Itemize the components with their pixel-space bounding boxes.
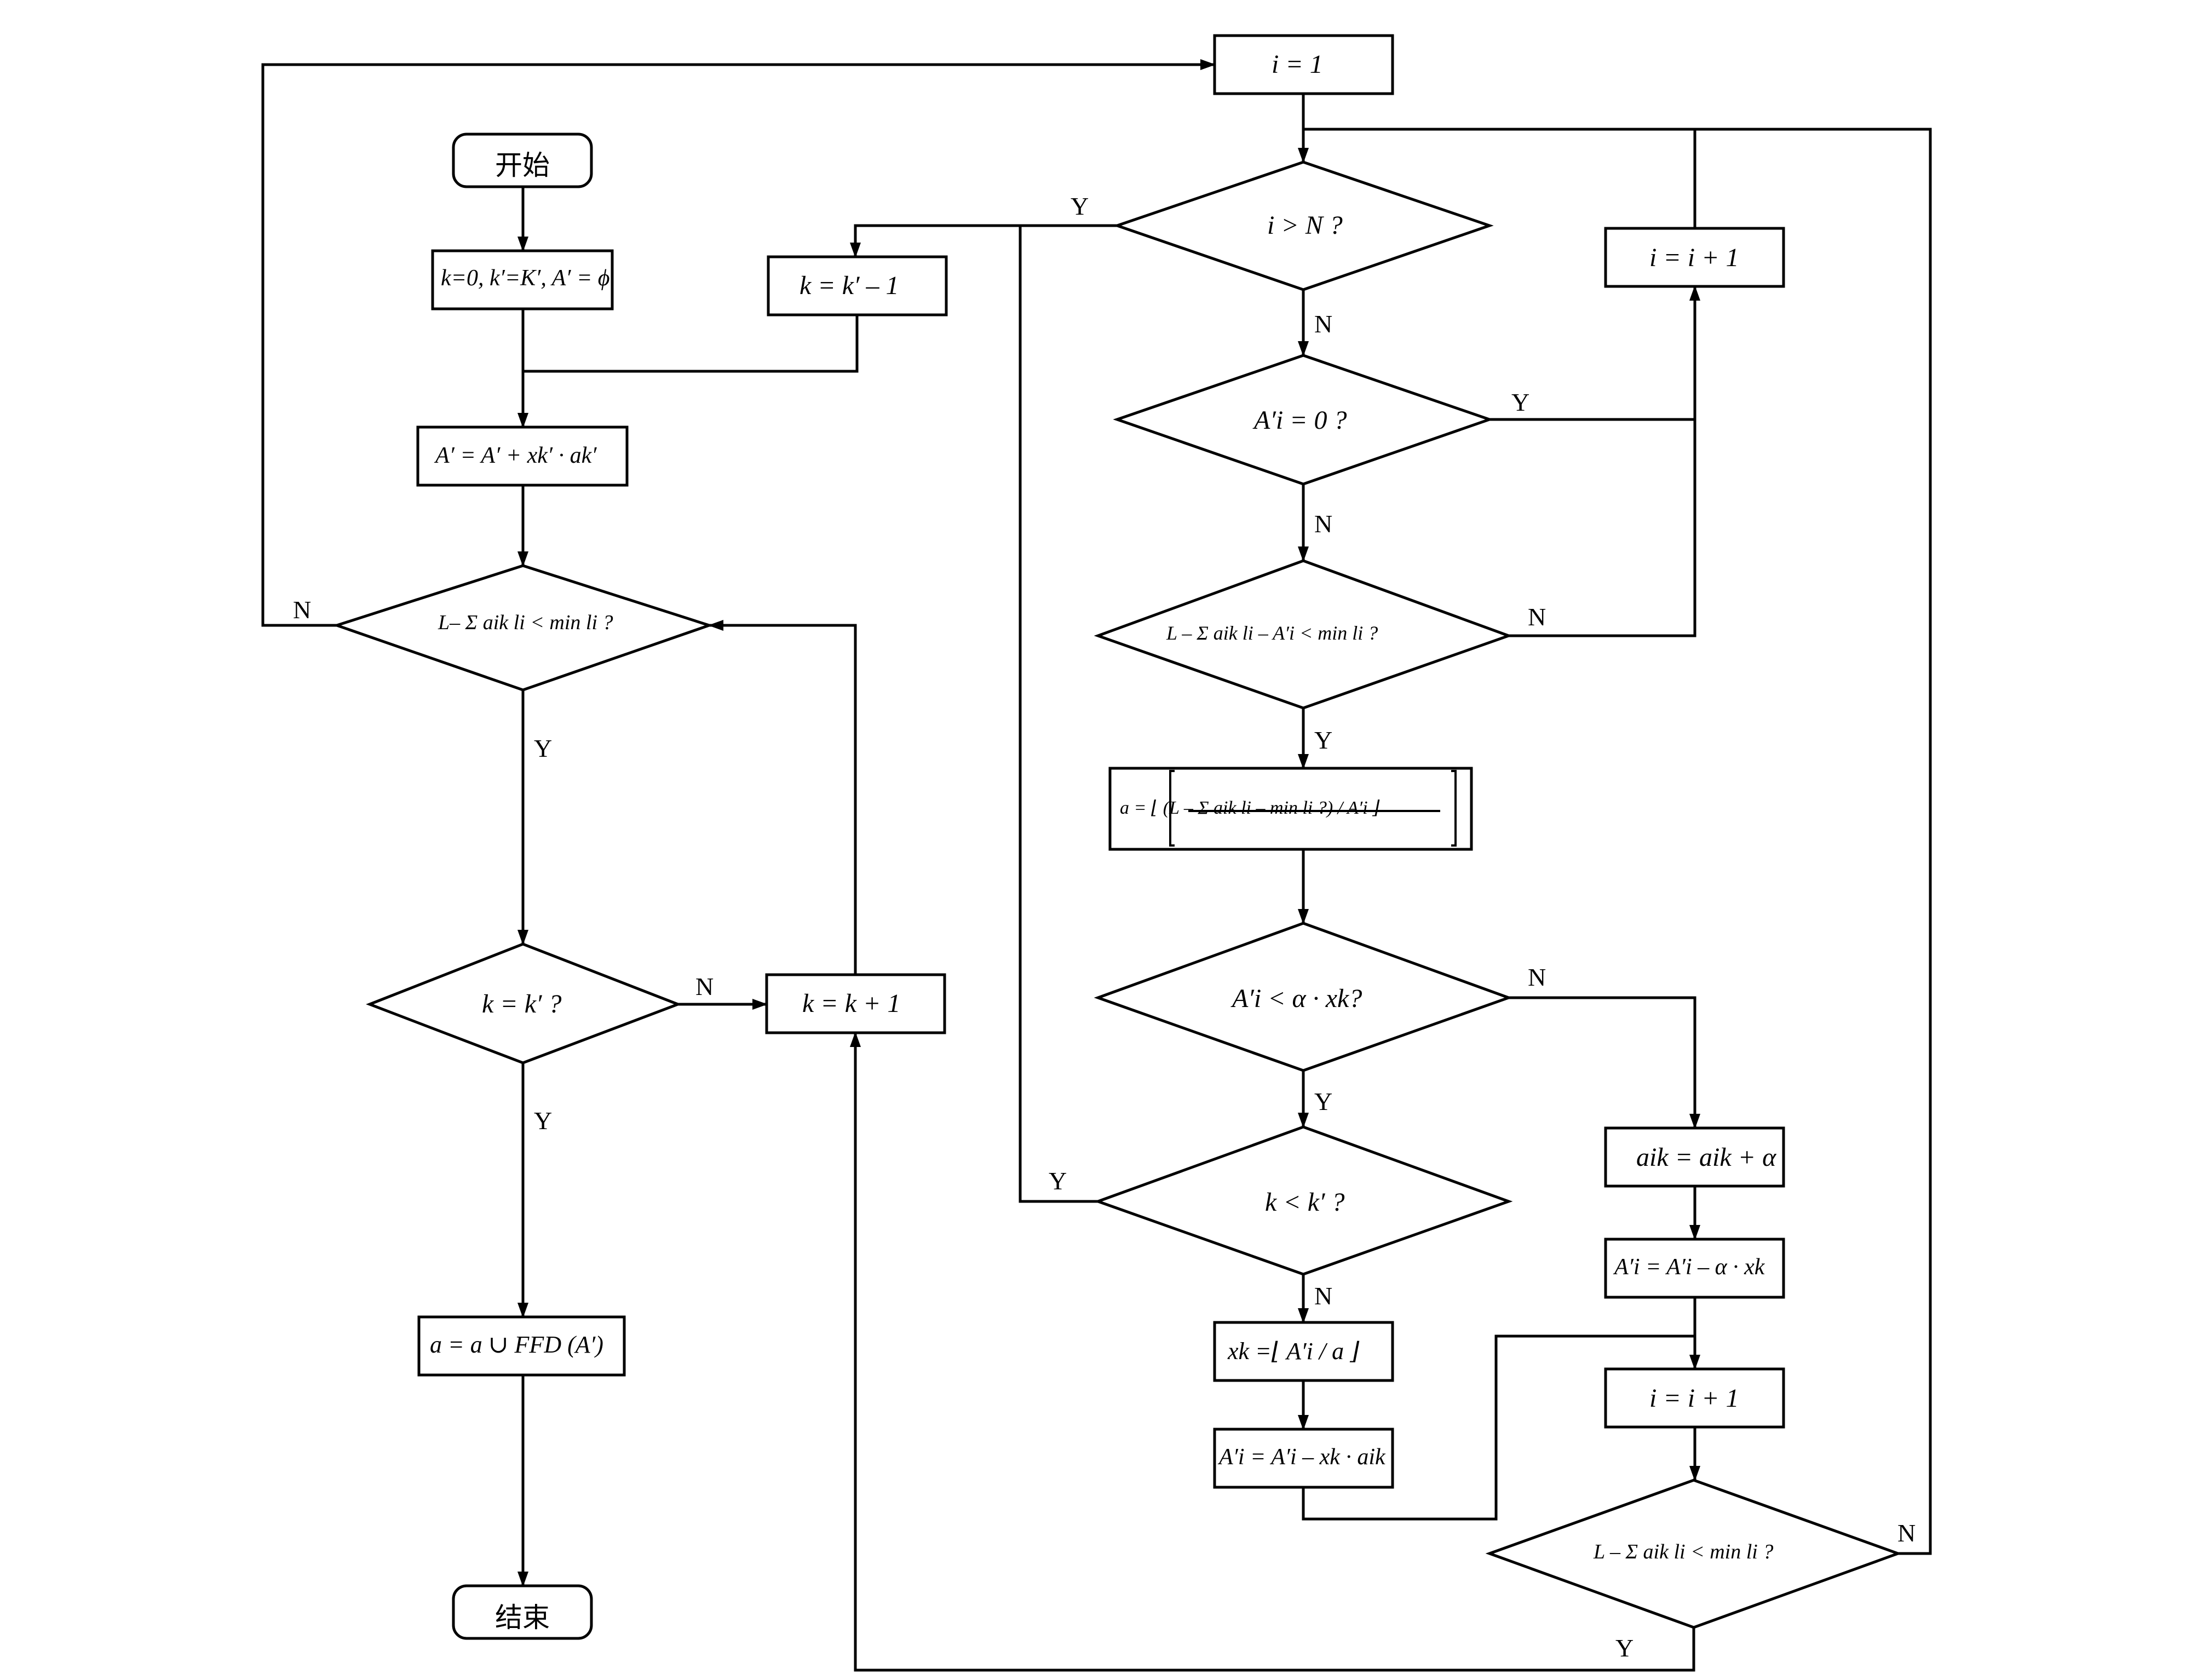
edge-label-y-check-alpha: Y [1314, 1088, 1333, 1115]
edge-label-n-a-zero: N [1314, 510, 1333, 538]
label-update-demand: A′i = A′i – xk · aik [1219, 1445, 1385, 1470]
label-k-decrement: k = k′ – 1 [800, 271, 899, 300]
label-check-remaining-i: L – Σ aik li – A′i < min li ? [1166, 622, 1378, 644]
label-xk-calc: xk =⌊ A′i / a ⌋ [1228, 1338, 1360, 1365]
node-alpha-calc [1108, 767, 1473, 851]
label-start: 开始 [495, 149, 550, 181]
edge-label-n-check-remaining-i: N [1528, 603, 1546, 631]
label-i-inc-bottom: i = i + 1 [1649, 1384, 1739, 1413]
edge-label-n-k-less: N [1314, 1282, 1333, 1310]
label-ffd: a = a ∪ FFD (A′) [430, 1331, 603, 1358]
label-end: 结束 [495, 1602, 550, 1633]
label-k-less: k < k′ ? [1265, 1188, 1345, 1217]
edge-label-y-check: Y [534, 734, 553, 762]
edge-label-n-left: N [293, 596, 312, 624]
edge-label-n-i-gt-n: N [1314, 310, 1333, 338]
label-ai-update: A′i = A′i – α · xk [1614, 1255, 1765, 1280]
edge-label-y-a-zero: Y [1511, 388, 1530, 416]
edge-label-y-i-gt-n: Y [1071, 192, 1089, 220]
label-check-alpha: A′i < α · xk? [1232, 984, 1362, 1013]
label-alpha-calc: a = ⌊ (L – Σ aik li – min li ?) / A′i ⌋ [1120, 798, 1380, 818]
edge-label-n-k-equals: N [695, 973, 714, 1000]
label-init: k=0, k′=K′, A′ = ϕ [441, 266, 610, 291]
edge-label-y-final: Y [1615, 1634, 1634, 1662]
label-i-gt-n: i > N ? [1267, 211, 1343, 240]
edge-label-n-check-alpha: N [1528, 963, 1546, 991]
label-i-init: i = 1 [1272, 50, 1323, 79]
label-k-equals: k = k′ ? [482, 989, 562, 1019]
label-check-remaining-final: L – Σ aik li < min li ? [1594, 1540, 1774, 1563]
label-aik-update: aik = aik + α [1636, 1143, 1776, 1172]
label-i-inc-top: i = i + 1 [1649, 243, 1739, 272]
label-a-zero: A′i = 0 ? [1254, 406, 1347, 435]
node-k-less [1094, 1125, 1513, 1276]
edge-label-y-check-remaining-i: Y [1314, 726, 1333, 754]
label-k-increment: k = k + 1 [802, 989, 901, 1018]
label-check-remaining: L– Σ aik li < min li ? [438, 611, 613, 634]
edge-label-y-k-equals: Y [534, 1107, 553, 1135]
edge-label-n-final: N [1897, 1519, 1916, 1547]
node-i-gt-n [1113, 160, 1494, 291]
edge-label-y-k-less: Y [1049, 1167, 1067, 1195]
label-add-pattern: A′ = A′ + xk′ · ak′ [435, 443, 597, 468]
